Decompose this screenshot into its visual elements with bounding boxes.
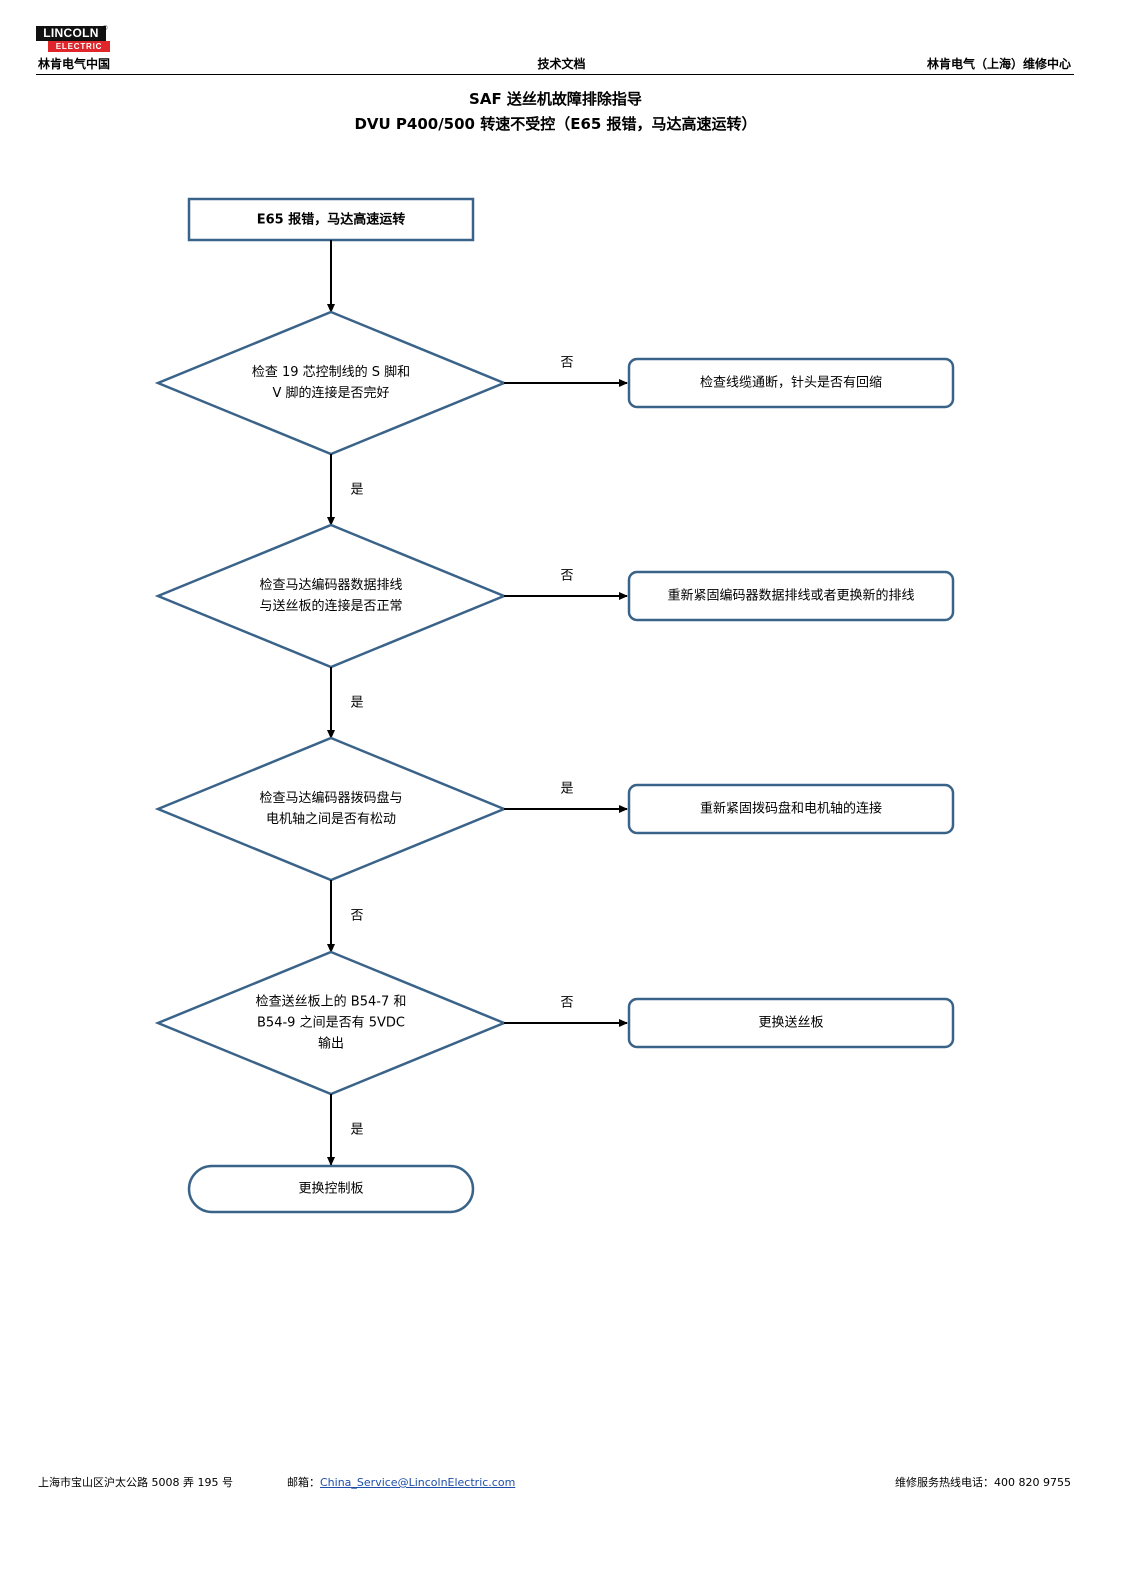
start-box [187, 197, 475, 242]
footer-email-link[interactable]: China_Service@LincolnElectric.com [320, 1476, 516, 1489]
decision-diamond-2 [154, 523, 508, 669]
decision-3-text-line-1: 检查马达编码器拨码盘与 [259, 790, 402, 806]
decision-4-text-line-1: 检查送丝板上的 B54-7 和 [256, 994, 407, 1010]
action-box-2 [627, 570, 955, 622]
footer-email: 邮箱：China_Service@LincolnElectric.com [287, 1475, 515, 1491]
decision-3-text-line-2: 电机轴之间是否有松动 [266, 812, 396, 827]
header-service-center: 林肯电气（上海）维修中心 [926, 57, 1071, 71]
decision-diamond-1 [154, 310, 508, 456]
footer-hotline: 维修服务热线电话：400 820 9755 [895, 1476, 1071, 1489]
decision-2-text-line-2: 与送丝板的连接是否正常 [259, 598, 402, 614]
end-label: 更换控制板 [298, 1182, 363, 1197]
down-label-4: 是 [350, 1123, 363, 1138]
action-box-1 [627, 357, 955, 409]
side-label-3: 是 [560, 782, 573, 797]
end-terminal [187, 1164, 475, 1214]
header-doc-type: 技术文档 [537, 57, 586, 71]
logo-electric-text: ELECTRIC [48, 41, 110, 52]
action-1-label: 检查线缆通断，针头是否有回缩 [700, 375, 882, 391]
action-4-label: 更换送丝板 [758, 1016, 823, 1031]
footer-address: 上海市宝山区沪太公路 5008 弄 195 号 [38, 1476, 233, 1489]
side-label-2: 否 [560, 569, 573, 584]
logo-lincoln-text: LINCOLN [36, 26, 106, 41]
start-label: E65 报错，马达高速运转 [257, 212, 406, 228]
side-label-1: 否 [560, 356, 573, 371]
decision-4-text-line-3: 输出 [318, 1036, 344, 1052]
decision-1-text-line-1: 检查 19 芯控制线的 S 脚和 [252, 364, 410, 380]
decision-diamond-3 [154, 736, 508, 882]
action-box-4 [627, 997, 955, 1049]
lincoln-electric-logo: LINCOLN ELECTRIC [36, 26, 110, 54]
doc-title: SAF 送丝机故障排除指导 [469, 90, 642, 108]
decision-1-text-line-2: V 脚的连接是否完好 [272, 385, 389, 401]
footer-email-label: 邮箱： [287, 1476, 320, 1489]
down-label-2: 是 [350, 696, 363, 711]
logo-registered-mark: ® [103, 26, 108, 32]
side-label-4: 否 [560, 996, 573, 1011]
action-2-label: 重新紧固编码器数据排线或者更换新的排线 [667, 588, 914, 604]
doc-subtitle: DVU P400/500 转速不受控（E65 报错，马达高速运转） [354, 115, 757, 133]
down-label-3: 否 [350, 909, 363, 924]
header-rule [36, 74, 1074, 75]
decision-2-text-line-1: 检查马达编码器数据排线 [259, 578, 402, 593]
decision-4-text-line-2: B54-9 之间是否有 5VDC [257, 1016, 405, 1031]
header-company: 林肯电气中国 [38, 57, 111, 71]
action-box-3 [627, 783, 955, 835]
action-3-label: 重新紧固拨码盘和电机轴的连接 [700, 801, 882, 817]
down-label-1: 是 [350, 483, 363, 498]
